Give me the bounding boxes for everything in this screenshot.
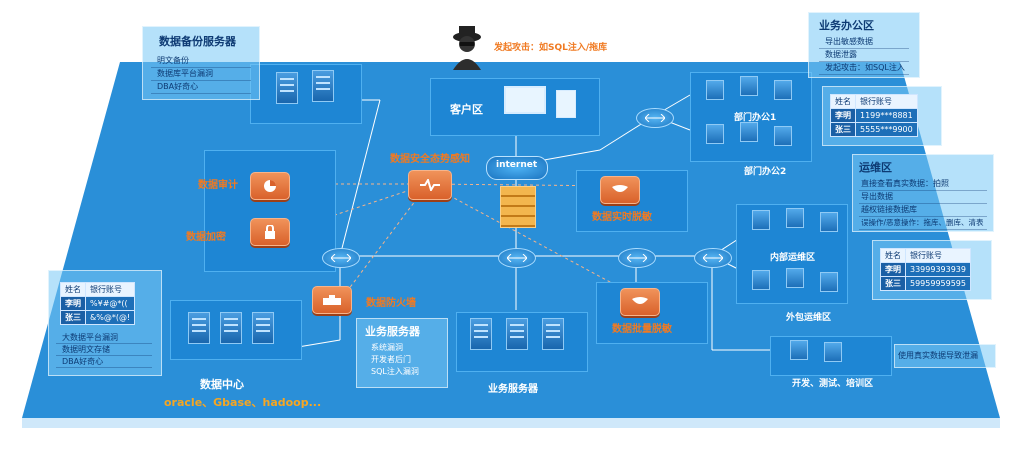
ops-internal-label: 内部运维区 — [770, 253, 816, 263]
ops-card: 运维区 直接查看真实数据：拍照 导出数据 越权链接数据库 误操作/恶意操作：拖库… — [852, 154, 994, 232]
encrypt-label: 数据加密 — [186, 232, 226, 243]
router-icon — [636, 108, 674, 128]
ops-outsource-label: 外包运维区 — [786, 313, 832, 323]
dev-note: 使用真实数据导致泄漏 — [898, 351, 978, 360]
firewall-label: 数据防火墙 — [366, 298, 416, 309]
internet-cloud — [486, 156, 548, 180]
backup-title: 数据备份服务器 — [159, 35, 236, 48]
bizserver-label: 业务服务器 — [488, 384, 538, 395]
pc-icon — [706, 124, 724, 144]
backup-item: 数据库平台漏洞 — [151, 68, 251, 81]
server-icon — [188, 312, 210, 344]
backup-item: 明文备份 — [151, 55, 251, 68]
ops-title: 运维区 — [859, 161, 892, 174]
dev-label: 开发、测试、培训区 — [792, 379, 874, 389]
tablet-icon — [556, 90, 576, 118]
firewall-wall-icon — [500, 186, 536, 228]
pc-icon — [706, 80, 724, 100]
dept1-label: 部门办公1 — [734, 113, 777, 123]
server-icon — [470, 318, 492, 350]
pc-icon — [824, 342, 842, 362]
server-icon — [542, 318, 564, 350]
bizserver-card: 业务服务器 系统漏洞 开发者后门 SQL注入漏洞 — [356, 318, 448, 388]
pc-icon — [820, 212, 838, 232]
internet-label: internet — [496, 160, 538, 170]
pc-icon — [820, 272, 838, 292]
situation-label: 数据安全态势感知 — [390, 154, 470, 165]
server-icon — [276, 72, 298, 104]
lock-icon — [250, 218, 290, 246]
server-icon — [312, 70, 334, 102]
datacenter-risk-list: 大数据平台漏洞 数据明文存储 DBA好奇心 — [56, 332, 152, 368]
audit-label: 数据审计 — [198, 180, 238, 191]
router-icon — [322, 248, 360, 268]
pc-icon — [790, 340, 808, 360]
batch-mask-label: 数据批量脱敏 — [612, 324, 672, 335]
pc-icon — [774, 126, 792, 146]
audit-zone — [204, 150, 336, 272]
dept2-label: 部门办公2 — [744, 167, 787, 177]
router-icon — [498, 248, 536, 268]
pc-icon — [786, 268, 804, 288]
audit-icon — [250, 172, 290, 200]
batch-mask-icon — [620, 288, 660, 316]
server-icon — [506, 318, 528, 350]
attacker-note: 发起攻击：如SQL注入/拖库 — [494, 43, 608, 53]
pc-icon — [740, 76, 758, 96]
db-firewall-icon — [312, 286, 352, 314]
server-icon — [252, 312, 274, 344]
situation-awareness-icon — [408, 170, 452, 200]
datacenter-table: 姓名银行账号 李明%¥#@*(( 张三&%@*(@! — [60, 282, 136, 325]
realtime-mask-label: 数据实时脱敏 — [592, 212, 652, 223]
hacker-icon — [452, 26, 482, 70]
client-label: 客户区 — [450, 103, 483, 116]
backup-zone — [250, 64, 362, 124]
datacenter-label: 数据中心 — [200, 378, 244, 391]
realtime-mask-icon — [600, 176, 640, 204]
pc-icon — [786, 208, 804, 228]
router-icon — [694, 248, 732, 268]
pc-icon — [774, 80, 792, 100]
datacenter-sub: oracle、Gbase、hadoop... — [164, 396, 322, 409]
dev-note-card — [894, 344, 996, 368]
backup-item: DBA好奇心 — [151, 81, 251, 94]
monitor-icon — [504, 86, 546, 114]
office-card: 业务办公区 导出敏感数据 数据泄露 发起攻击：如SQL注入 — [808, 12, 920, 78]
pc-icon — [740, 122, 758, 142]
office-title: 业务办公区 — [819, 19, 874, 32]
pc-icon — [752, 270, 770, 290]
bizserver-title: 业务服务器 — [365, 325, 420, 338]
server-icon — [220, 312, 242, 344]
backup-card: 数据备份服务器 明文备份 数据库平台漏洞 DBA好奇心 — [142, 26, 260, 100]
router-icon — [618, 248, 656, 268]
pc-icon — [752, 210, 770, 230]
